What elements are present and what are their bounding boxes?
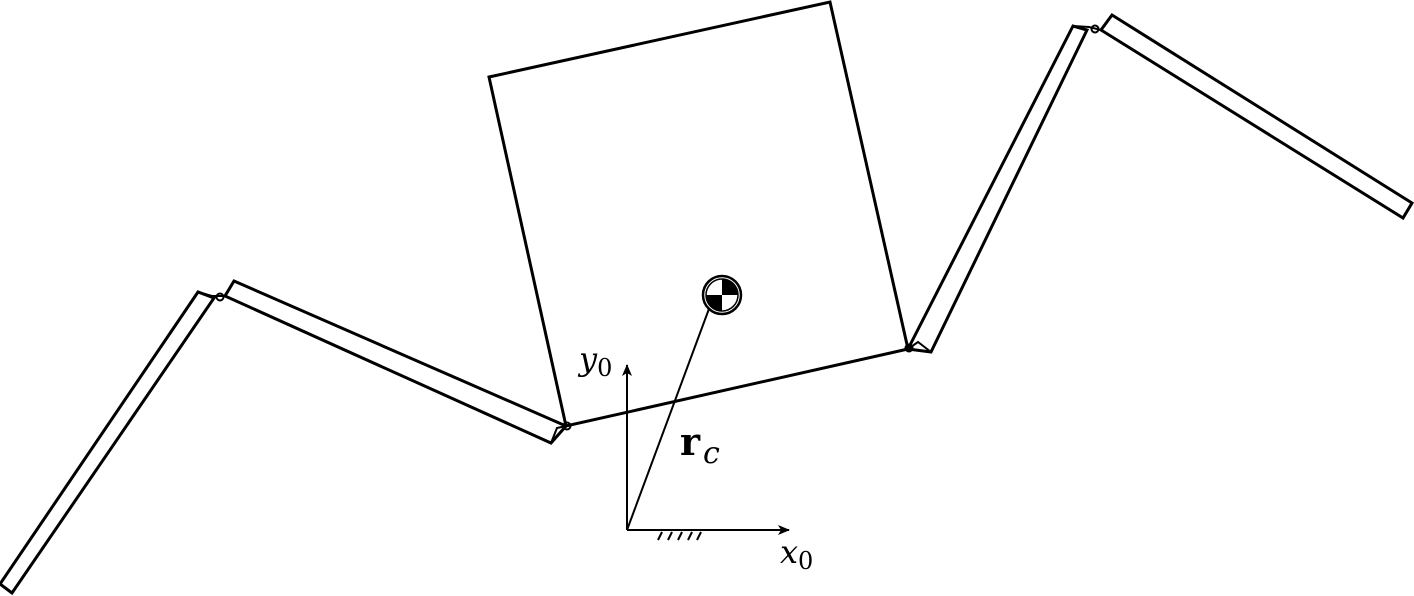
- left-hip-joint: [550, 421, 572, 444]
- right-lower-link: [1098, 12, 1414, 221]
- ground-hatch-icon: [657, 531, 702, 541]
- right-upper-link: [905, 24, 1090, 354]
- center-of-mass-icon: [701, 274, 743, 316]
- rc-vector: [626, 297, 714, 531]
- left-upper-link: [222, 279, 569, 445]
- left-lower-link: [0, 290, 217, 596]
- right-hip-joint: [904, 340, 932, 353]
- y0-label: y0: [577, 340, 612, 382]
- central-body: [487, 0, 910, 428]
- x0-label: x0: [780, 533, 813, 575]
- inertial-frame: [622, 364, 790, 541]
